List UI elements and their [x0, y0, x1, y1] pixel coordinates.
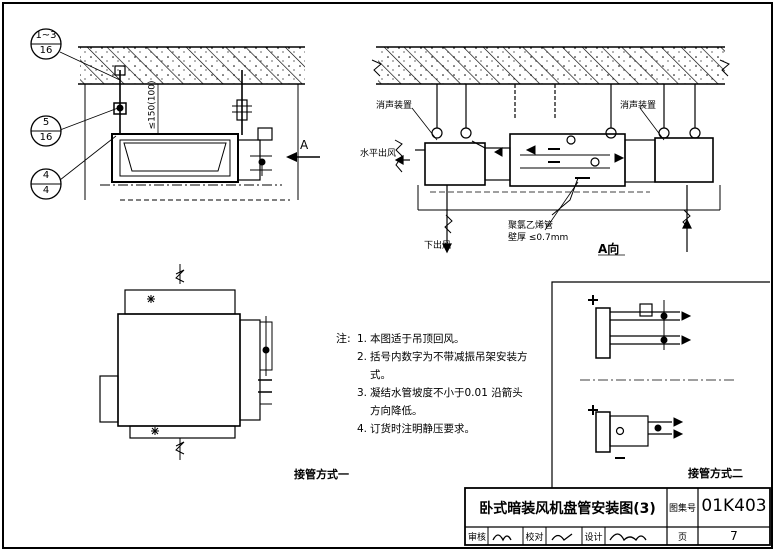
label-horizontal-outlet: 水平出风 [360, 149, 397, 159]
caption-method-1: 接管方式一 [294, 468, 349, 481]
label-pe-pipe: 聚氯乙烯管 [508, 221, 554, 231]
drawing-title: 卧式暗装风机盘管安装图(3) [479, 501, 656, 517]
note-item: 4.订货时注明静压要求。 [357, 420, 532, 438]
leader-lines-a-view [411, 107, 665, 256]
note-number: 4. [357, 423, 368, 435]
callout-1-top: 1~3 [35, 30, 57, 41]
label-silencer-right: 消声装置 [620, 101, 657, 111]
label-down-outlet: 下出风 [424, 241, 452, 251]
callout-3-top: 4 [42, 170, 50, 181]
review-label: 审核 [467, 533, 486, 543]
note-item: 2.括号内数字为不带减振吊架安装方式。 [357, 348, 532, 384]
note-text: 凝结水管坡度不小于0.01 沿箭头方向降低。 [370, 387, 523, 417]
airflow-arrows [394, 139, 692, 254]
ceiling-slab-left [78, 46, 305, 200]
atlas-label: 图集号 [668, 504, 696, 514]
atlas-number: 01K403 [701, 496, 767, 516]
callout-2-bottom: 16 [39, 132, 53, 143]
method2-detail-lower [588, 405, 684, 459]
fan-coil-unit-side [100, 127, 290, 201]
dimension-label: ≤150(100) [147, 80, 158, 130]
view-marker-a: A [300, 138, 309, 152]
signatures [492, 533, 647, 542]
note-item: 3.凝结水管坡度不小于0.01 沿箭头方向降低。 [357, 384, 532, 420]
hanger-rods-left [113, 65, 252, 135]
hangers-a-view [431, 84, 701, 139]
page-label: 页 [677, 533, 687, 543]
check-label: 校对 [525, 533, 544, 543]
callout-2-top: 5 [42, 117, 50, 128]
method2-frame [551, 281, 770, 488]
silencers-and-unit [415, 133, 721, 216]
callout-3-bottom: 4 [42, 185, 50, 196]
note-number: 2. [357, 351, 368, 363]
note-text: 本图适于吊顶回风。 [370, 333, 465, 345]
view-title: A向 [598, 242, 620, 256]
callout-1-bottom: 16 [39, 45, 53, 56]
title-block-grid [464, 487, 771, 546]
note-number: 1. [357, 333, 368, 345]
note-text: 订货时注明静压要求。 [370, 423, 475, 435]
plan-view [99, 264, 273, 460]
page-number: 7 [730, 529, 738, 543]
note-number: 3. [357, 387, 368, 399]
label-wall-thickness: 壁厚 ≤0.7mm [508, 233, 569, 243]
note-item: 1.本图适于吊顶回风。 [357, 330, 532, 348]
notes-prefix: 注: [336, 332, 351, 345]
view-arrow-a [286, 152, 320, 162]
notes-list: 1.本图适于吊顶回风。 2.括号内数字为不带减振吊架安装方式。 3.凝结水管坡度… [357, 330, 532, 438]
method2-detail-upper [588, 295, 692, 359]
dimension-line [152, 83, 164, 135]
note-text: 括号内数字为不带减振吊架安装方式。 [370, 351, 528, 381]
ceiling-slab-right [371, 46, 730, 85]
design-label: 设计 [584, 533, 603, 543]
label-silencer-left: 消声装置 [376, 101, 413, 111]
caption-method-2: 接管方式二 [688, 467, 743, 480]
callout-circles [30, 28, 121, 200]
